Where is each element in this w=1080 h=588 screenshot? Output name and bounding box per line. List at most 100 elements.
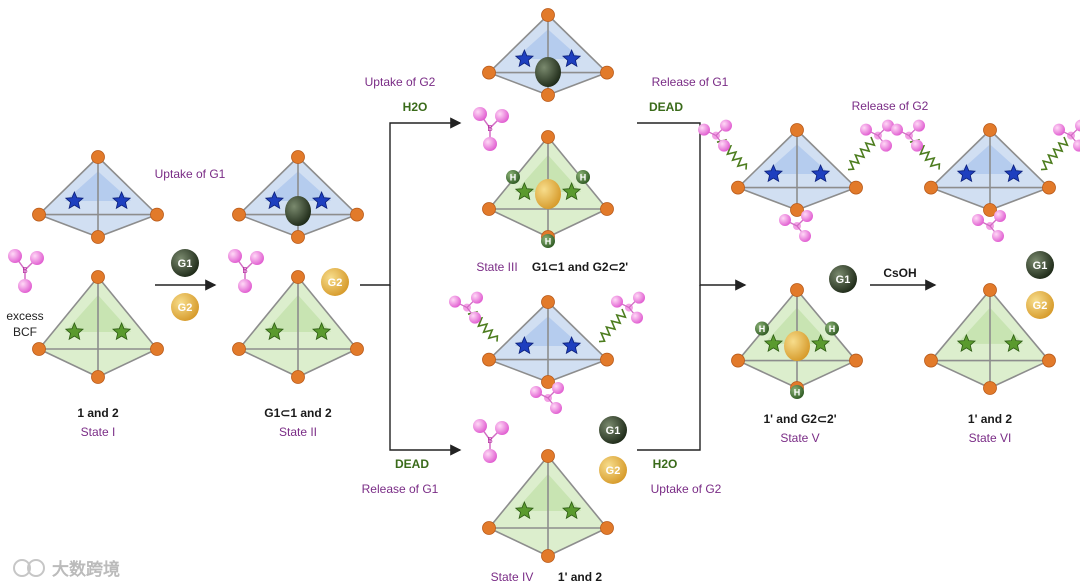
dead-top-label: DEAD: [649, 100, 683, 114]
star-icon: [956, 333, 976, 353]
cage-1-state-1: [32, 150, 164, 244]
star-icon: [562, 335, 582, 355]
cage-1-state-4: [449, 291, 645, 414]
g1-ball-state4: [599, 416, 627, 444]
boron-label: B: [242, 266, 247, 275]
metal-node: [232, 207, 246, 222]
star-icon: [112, 321, 132, 341]
bcf-state-1: B: [8, 249, 44, 293]
cage-edge: [488, 358, 549, 383]
cage-edge: [238, 348, 299, 378]
hydroxide-node: [576, 170, 590, 184]
star-icon: [763, 333, 783, 353]
bcf-aryl: [483, 449, 497, 463]
h2o-top-label: H2O: [403, 100, 428, 114]
metal-node: [482, 65, 496, 80]
g1-ball-step1-label: G1: [178, 258, 193, 270]
bcf-state-3: B: [473, 107, 509, 151]
cage-2-state-6: [924, 283, 1056, 395]
cage-edge: [737, 186, 798, 211]
metal-node: [541, 449, 555, 463]
hydroxide-node: [755, 321, 769, 336]
cage-edge: [97, 348, 158, 378]
uptake-g2-bottom-label: Uptake of G2: [651, 482, 722, 496]
metal-node: [983, 381, 997, 395]
metal-node: [150, 207, 164, 222]
metal-node: [150, 342, 164, 356]
metal-node: [541, 375, 555, 389]
cage-1-state-5: [698, 119, 894, 242]
metal-node: [924, 353, 938, 368]
star-icon: [562, 48, 582, 68]
metal-node: [482, 521, 496, 535]
bcf-aryl: [801, 210, 813, 222]
star-icon: [312, 321, 332, 341]
cage-edge: [547, 455, 608, 529]
arrows: [155, 117, 937, 456]
cage-edge: [297, 156, 358, 216]
g1-encapsulated: [285, 196, 311, 226]
metal-node: [983, 203, 997, 217]
metal-node: [541, 8, 555, 22]
bcf-aryl: [992, 230, 1004, 242]
bcf-aryl: [238, 279, 252, 293]
hydroxide-node: [541, 234, 555, 248]
cage-edge: [547, 71, 608, 96]
cage-edge: [989, 359, 1050, 389]
h-label: H: [545, 237, 552, 247]
cage-edge: [38, 213, 99, 238]
cage-edge: [38, 348, 99, 378]
star-icon: [514, 500, 534, 520]
watermark-logo: [13, 559, 45, 577]
metal-node: [350, 342, 364, 356]
metal-node: [232, 342, 246, 356]
state-3-name: State III: [476, 260, 517, 274]
excess-label: excess: [6, 309, 43, 323]
g2-ball-state4-label: G2: [606, 465, 621, 477]
bcf-aryl: [1073, 139, 1080, 152]
cage-2-state-2: [232, 270, 364, 384]
state-2-name: State II: [279, 425, 317, 439]
metal-node: [541, 130, 555, 144]
metal-node: [482, 352, 496, 367]
metal-node: [790, 123, 804, 137]
star-icon: [956, 163, 976, 183]
hydroxide-node: [790, 385, 804, 399]
bcf-aryl: [799, 230, 811, 242]
bcf-state-4: B: [473, 419, 509, 463]
metal-node: [983, 283, 997, 297]
metal-node: [1042, 353, 1056, 368]
metal-node: [32, 342, 46, 356]
metal-node: [541, 295, 555, 309]
state-1-name: State I: [81, 425, 116, 439]
metal-node: [600, 65, 614, 80]
cage-edge: [547, 358, 608, 383]
star-icon: [264, 190, 284, 210]
bcf-aryl: [473, 107, 487, 121]
bcf-aryl: [495, 109, 509, 123]
cage-edge: [97, 156, 158, 216]
star-icon: [112, 190, 132, 210]
bcf-aryl: [698, 123, 710, 136]
g2-ball-state2: [321, 268, 349, 296]
metal-node: [91, 270, 105, 284]
cage-edge: [38, 276, 99, 350]
bcf-aryl: [972, 214, 984, 226]
boron-label: B: [22, 266, 27, 275]
cage-edge: [796, 129, 857, 189]
bcf-aryl: [720, 119, 732, 132]
arrow-3-5: [637, 122, 747, 291]
bcf-aryl: [718, 139, 730, 152]
cage-edge: [97, 276, 158, 350]
cage-edge: [989, 186, 1050, 211]
bcf-aryl: [30, 251, 44, 265]
csoh-label: CsOH: [883, 266, 916, 280]
bcf-aryl: [1075, 119, 1080, 132]
g1-ball-step1: [171, 249, 199, 277]
star-icon: [562, 181, 582, 201]
cage-edge: [488, 527, 549, 557]
cage-edge: [989, 289, 1050, 362]
bcf-aryl: [483, 137, 497, 151]
cage-edge: [297, 348, 358, 378]
cage-2-state-4: [482, 449, 614, 563]
